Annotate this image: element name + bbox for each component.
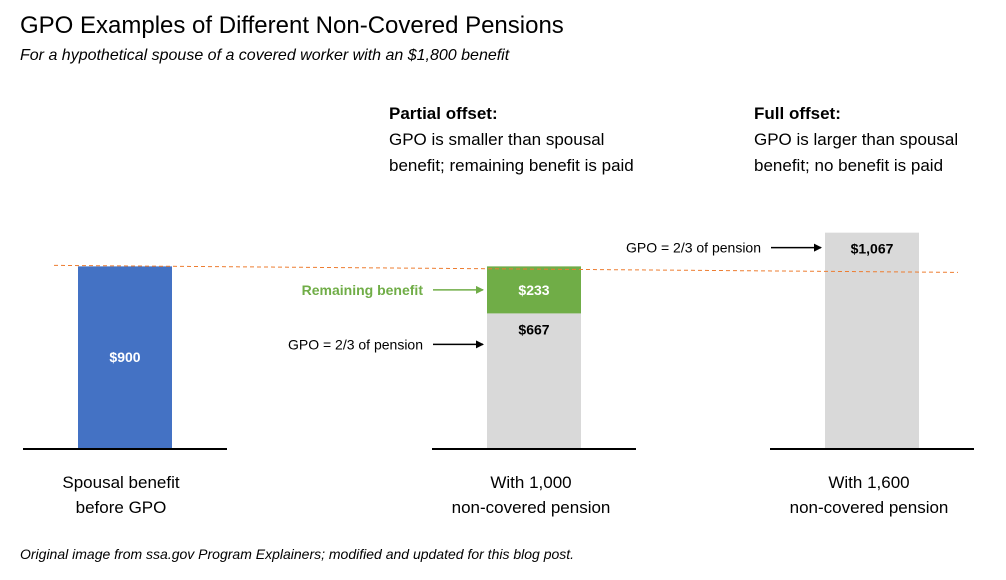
source-footnote: Original image from ssa.gov Program Expl… <box>20 546 575 562</box>
bar-remaining-2 <box>487 266 581 314</box>
category-label-2-line1: With 1,000 <box>490 473 572 492</box>
data-label-gpo-2: $667 <box>518 321 549 337</box>
bar-gpo-3 <box>825 232 919 448</box>
partial-offset-line1: GPO is smaller than spousal <box>389 130 605 149</box>
bar-gpo-2 <box>487 313 581 448</box>
category-label-1-line2: before GPO <box>75 498 167 517</box>
category-label-3: With 1,600 non-covered pension <box>739 470 999 520</box>
chart-title: GPO Examples of Different Non-Covered Pe… <box>20 12 564 39</box>
category-label-2-line2: non-covered pension <box>451 498 611 517</box>
reference-line <box>53 264 959 273</box>
partial-offset-heading: Partial offset: <box>389 104 498 123</box>
category-label-1-line1: Spousal benefit <box>62 473 180 492</box>
category-label-2: With 1,000 non-covered pension <box>401 470 661 520</box>
annotation-label-2: GPO = 2/3 of pension <box>288 336 423 352</box>
category-label-1: Spousal benefit before GPO <box>0 470 251 520</box>
chart-plot: $900$667$233$1,067 Remaining benefitGPO … <box>23 232 974 450</box>
chart-subtitle: For a hypothetical spouse of a covered w… <box>20 47 510 64</box>
annotation-label-1: Remaining benefit <box>302 282 424 298</box>
full-offset-line1: GPO is larger than spousal <box>754 130 959 149</box>
data-label-gpo-3: $1,067 <box>851 241 894 257</box>
bar-spousal-1 <box>78 266 172 448</box>
data-label-remaining-2: $233 <box>518 282 549 298</box>
partial-offset-note: Partial offset: GPO is smaller than spou… <box>389 101 634 179</box>
category-label-3-line2: non-covered pension <box>789 498 949 517</box>
partial-offset-line2: benefit; remaining benefit is paid <box>389 156 634 175</box>
data-label-spousal-1: $900 <box>109 349 140 365</box>
full-offset-note: Full offset: GPO is larger than spousal … <box>754 101 958 179</box>
full-offset-line2: benefit; no benefit is paid <box>754 156 944 175</box>
full-offset-heading: Full offset: <box>754 104 841 123</box>
category-label-3-line1: With 1,600 <box>828 473 910 492</box>
annotation-label-3: GPO = 2/3 of pension <box>626 240 761 256</box>
